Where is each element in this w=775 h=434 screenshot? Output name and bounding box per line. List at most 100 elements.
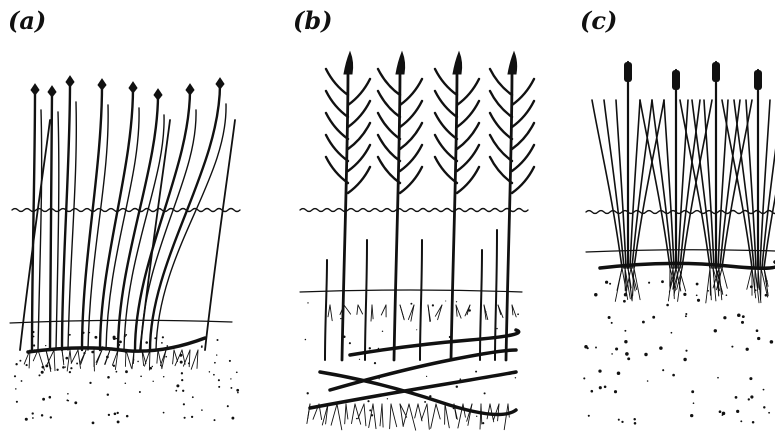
leaf xyxy=(512,79,534,105)
sediment-dot xyxy=(583,377,585,379)
water-surface-line xyxy=(300,209,528,212)
root-hair xyxy=(54,350,55,371)
sediment-dot xyxy=(89,382,91,384)
sediment-dot xyxy=(642,321,645,324)
sediment-dot xyxy=(652,316,655,319)
sediment-dot xyxy=(757,337,760,340)
root-hair xyxy=(415,404,418,418)
flower-head xyxy=(66,76,74,87)
sediment-dot xyxy=(340,318,341,319)
catkin xyxy=(624,62,632,82)
sediment-dot xyxy=(114,413,117,416)
root-hair xyxy=(105,350,110,364)
sediment-dot xyxy=(307,302,308,303)
sediment-dot xyxy=(644,353,647,356)
root-hair xyxy=(498,305,503,318)
root-hair xyxy=(445,404,449,428)
root-hair xyxy=(381,305,386,315)
catkin xyxy=(672,70,680,90)
sediment-dot xyxy=(696,294,698,296)
sediment-dot xyxy=(683,358,686,361)
sediment-dot xyxy=(666,304,669,307)
leaf xyxy=(326,157,348,183)
leaf xyxy=(400,145,422,171)
sediment-dot xyxy=(617,372,621,376)
stem xyxy=(205,120,235,350)
sediment-dot xyxy=(69,371,71,373)
sediment-dot xyxy=(237,392,239,394)
sediment-dot xyxy=(690,414,693,417)
catkin xyxy=(712,62,720,82)
sediment-dot xyxy=(611,353,613,355)
panicle xyxy=(453,52,462,74)
sediment-dot xyxy=(624,340,627,343)
catkin xyxy=(754,70,762,90)
leaf xyxy=(400,123,422,149)
shoot xyxy=(325,260,327,360)
root-hair xyxy=(62,350,64,365)
sediment-dot xyxy=(182,390,184,392)
leaf xyxy=(457,79,479,105)
sediment-dot xyxy=(32,417,34,419)
leaf xyxy=(457,167,479,193)
sediment-dot xyxy=(604,386,607,389)
sediment-dot xyxy=(750,395,753,398)
sediment-dot xyxy=(349,342,351,344)
leaf xyxy=(326,91,348,117)
shoot xyxy=(420,240,422,360)
sediment-dot xyxy=(482,422,484,424)
root-hair xyxy=(328,305,330,317)
sediment-dot xyxy=(66,399,68,401)
sediment-dot xyxy=(685,313,687,315)
sediment-dot xyxy=(125,383,127,385)
soil-surface-line xyxy=(586,250,775,252)
flower-head xyxy=(154,89,162,100)
root-hair xyxy=(337,404,342,430)
sediment-dot xyxy=(768,412,770,414)
panel-b: (b) xyxy=(290,0,540,434)
sediment-dot xyxy=(41,371,44,374)
root-hair xyxy=(47,350,54,364)
sediment-dot xyxy=(746,348,749,351)
root-hair xyxy=(157,350,158,363)
sediment-dot xyxy=(33,344,35,346)
shoot xyxy=(495,230,497,360)
root-hair xyxy=(390,404,391,429)
root-hair xyxy=(71,350,78,363)
sediment-dot xyxy=(180,361,183,364)
root-hair xyxy=(438,305,442,320)
leaf xyxy=(457,123,479,149)
panel-c: (c) xyxy=(578,0,775,434)
sediment-dot xyxy=(605,281,608,284)
sediment-dot xyxy=(184,417,186,419)
sediment-dot xyxy=(69,334,71,336)
sediment-dot xyxy=(32,412,34,414)
sediment-dot xyxy=(671,332,673,334)
root-hair xyxy=(70,350,71,362)
root-hair xyxy=(418,404,422,421)
root-hair xyxy=(358,305,363,314)
leaf xyxy=(348,79,370,105)
sediment-dot xyxy=(369,409,371,411)
root-hair xyxy=(174,350,178,362)
sediment-dot xyxy=(731,346,733,348)
flower-head xyxy=(216,78,224,89)
sediment-dot xyxy=(42,398,45,401)
root-hair xyxy=(403,404,409,426)
panicle xyxy=(344,52,353,74)
sediment-dot xyxy=(45,364,48,367)
shoot xyxy=(480,250,482,360)
sediment-dot xyxy=(201,346,203,348)
sediment-dot xyxy=(192,396,194,398)
root-hair xyxy=(126,350,132,368)
sediment-dot xyxy=(515,377,516,378)
sediment-dot xyxy=(496,328,497,329)
sediment-dot xyxy=(625,352,629,356)
leaf xyxy=(400,79,422,105)
sediment-dot xyxy=(41,414,43,416)
root-hair xyxy=(173,350,174,364)
root-hair xyxy=(96,350,102,362)
sediment-dot xyxy=(741,321,744,324)
flower-head xyxy=(31,84,39,95)
sediment-dot xyxy=(38,374,40,376)
